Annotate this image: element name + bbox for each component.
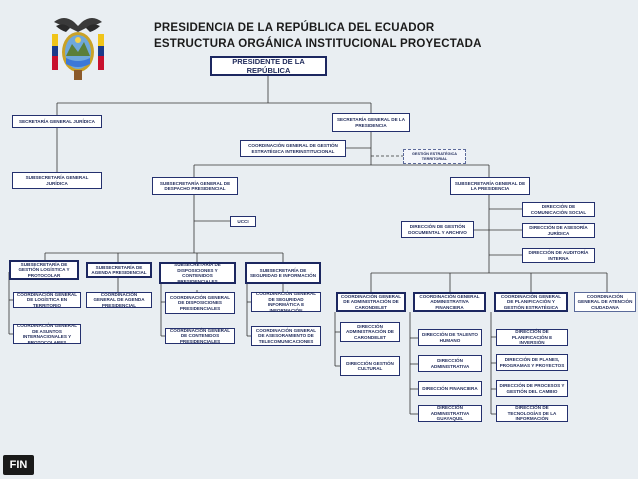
box-gestion-territorial: GESTIÓN ESTRATÉGICA TERRITORIAL: [403, 149, 466, 164]
box-subsec-agenda: SUBSECRETARÍA DE AGENDA PRESIDENCIAL: [86, 262, 152, 278]
page-subtitle: ESTRUCTURA ORGÁNICA INSTITUCIONAL PROYEC…: [154, 38, 482, 50]
box-dir-documental: DIRECCIÓN DE GESTIÓN DOCUMENTAL Y ARCHIV…: [401, 221, 474, 238]
box-dir-comunicacion: DIRECCIÓN DE COMUNICACIÓN SOCIAL: [522, 202, 595, 217]
box-dir-auditoria: DIRECCIÓN DE AUDITORÍA INTERNA: [522, 248, 595, 263]
box-dir-admin-guayaquil: DIRECCIÓN ADMINISTRATIVA GUAYAQUIL: [418, 405, 482, 422]
box-coord-agenda: COORDINACIÓN GENERAL DE AGENDA PRESIDENC…: [86, 292, 152, 308]
box-dir-procesos: DIRECCIÓN DE PROCESOS Y GESTIÓN DEL CAMB…: [496, 380, 568, 397]
box-dir-administrativa: DIRECCIÓN ADMINISTRATIVA: [418, 355, 482, 372]
box-dir-gestion-cultural: DIRECCIÓN GESTIÓN CULTURAL: [340, 356, 400, 376]
box-dir-asesoria: DIRECCIÓN DE ASESORÍA JURÍDICA: [522, 223, 595, 238]
box-dir-talento: DIRECCIÓN DE TALENTO HUMANO: [418, 329, 482, 346]
box-coord-seg-informatica: COORDINACIÓN GENERAL DE SEGURIDAD INFORM…: [251, 291, 321, 313]
box-coord-carondelet: COORDINACIÓN GENERAL DE ADMINISTRACIÓN D…: [336, 292, 406, 312]
box-coord-planificacion: COORDINACIÓN GENERAL DE PLANIFICACIÓN Y …: [494, 292, 568, 312]
box-coord-financiera: COORDINACIÓN GENERAL ADMINISTRATIVA FINA…: [413, 292, 486, 312]
box-sec-presidencia: SECRETARÍA GENERAL DE LA PRESIDENCIA: [332, 113, 410, 132]
box-dir-admin-carondelet: DIRECCIÓN ADMINISTRACIÓN DE CARONDELET: [340, 322, 400, 342]
box-presidente: PRESIDENTE DE LA REPÚBLICA: [210, 56, 327, 76]
box-coord-contenidos: COORDINACIÓN GENERAL DE CONTENIDOS PRESI…: [165, 328, 235, 344]
box-dir-planificacion: DIRECCIÓN DE PLANIFICACIÓN E INVERSIÓN: [496, 329, 568, 346]
box-dir-planes: DIRECCIÓN DE PLANES, PROGRAMAS Y PROYECT…: [496, 354, 568, 371]
fin-button[interactable]: FIN: [3, 455, 34, 475]
box-subsec-presidencia: SUBSECRETARÍA GENERAL DE LA PRESIDENCIA: [450, 177, 530, 195]
box-dir-financiera: DIRECCIÓN FINANCIERA: [418, 381, 482, 396]
ecuador-coat-of-arms-icon: [52, 18, 104, 80]
box-coord-internacionales: COORDINACIÓN GENERAL DE ASUNTOS INTERNAC…: [13, 323, 81, 345]
box-ucci: UCCI: [230, 216, 256, 227]
box-subsec-juridica: SUBSECRETARÍA GENERAL JURÍDICA: [12, 172, 102, 189]
box-coord-telecom: COORDINACIÓN GENERAL DE ASESORAMIENTO DE…: [251, 326, 321, 346]
box-coord-estrategica: COORDINACIÓN GENERAL DE GESTIÓN ESTRATÉG…: [240, 140, 346, 157]
box-coord-logistica: COORDINACIÓN GENERAL DE LOGÍSTICA EN TER…: [13, 292, 81, 308]
page-title: PRESIDENCIA DE LA REPÚBLICA DEL ECUADOR: [154, 22, 435, 34]
box-subsec-seguridad: SUBSECRETARÍA DE SEGURIDAD E INFORMACIÓN: [245, 262, 321, 284]
box-subsec-disposiciones: SUBSECRETARÍA DE DISPOSICIONES Y CONTENI…: [159, 262, 236, 284]
box-coord-disposiciones: COORDINACIÓN GENERAL DE DISPOSICIONES PR…: [165, 292, 235, 314]
box-sec-juridica: SECRETARÍA GENERAL JURÍDICA: [12, 115, 102, 128]
box-dir-tecnologias: DIRECCIÓN DE TECNOLOGÍAS DE LA INFORMACI…: [496, 405, 568, 422]
box-coord-ciudadana: COORDINACIÓN GENERAL DE ATENCIÓN CIUDADA…: [574, 292, 636, 312]
box-subsec-logistica: SUBSECRETARÍA DE GESTIÓN LOGÍSTICA Y PRO…: [9, 260, 79, 280]
box-subsec-despacho: SUBSECRETARÍA GENERAL DE DESPACHO PRESID…: [152, 177, 238, 195]
